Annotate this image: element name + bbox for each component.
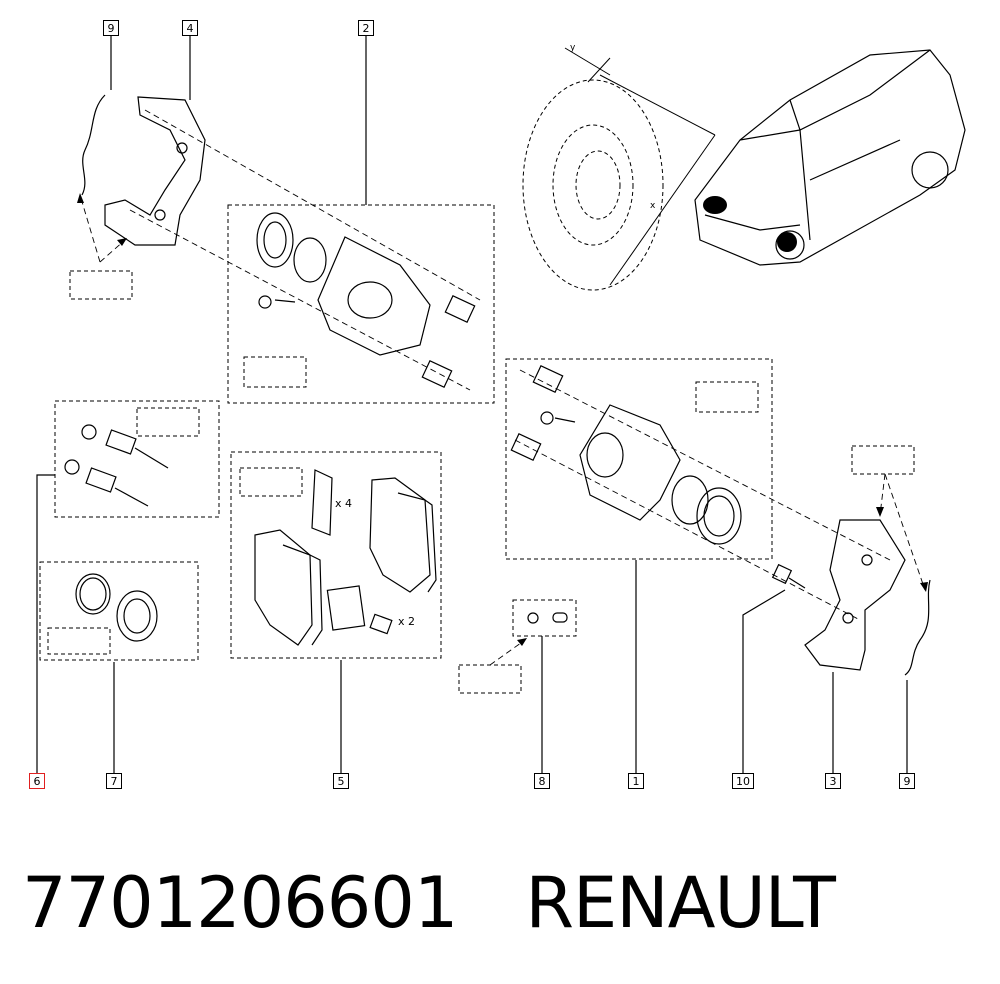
brake-pads-5: x 4 x 2	[254, 469, 437, 646]
group-box-7	[39, 561, 199, 661]
label-box	[239, 467, 303, 497]
callout-8: 8	[534, 773, 550, 789]
wear-sensor-wire-right	[904, 579, 931, 676]
axis-y-label: y	[570, 43, 576, 53]
bolt-quantity: x 2	[398, 615, 415, 628]
callout-1: 1	[628, 773, 644, 789]
callout-7: 7	[106, 773, 122, 789]
group-box-1	[505, 358, 773, 560]
rear-brake-highlight	[777, 232, 797, 252]
group-box-5	[230, 451, 442, 659]
bolt-10	[771, 563, 806, 589]
leader-10	[742, 589, 786, 773]
front-brake-highlight	[703, 196, 727, 214]
callout-10: 10	[732, 773, 754, 789]
callout-6-highlighted: 6	[29, 773, 45, 789]
axis-x-label: x	[650, 201, 656, 211]
callout-9-bottom: 9	[899, 773, 915, 789]
group-box-2	[227, 204, 495, 404]
pad-clip-quantity: x 4	[335, 497, 352, 510]
seal-kit-7	[75, 573, 158, 642]
callout-5: 5	[333, 773, 349, 789]
wear-sensor-wire	[81, 94, 106, 196]
callout-4: 4	[182, 20, 198, 36]
leader-6	[36, 474, 55, 773]
label-box	[458, 664, 522, 694]
brand-name: RENAULT	[525, 862, 835, 944]
caliper-1	[510, 364, 742, 545]
part-number: 7701206601	[22, 862, 458, 944]
callout-3: 3	[825, 773, 841, 789]
label-box	[69, 270, 133, 300]
part-caption: 7701206601 RENAULT	[22, 858, 836, 948]
label-box	[136, 407, 200, 437]
guide-pins-6	[64, 424, 169, 507]
callout-2: 2	[358, 20, 374, 36]
car-drawing	[694, 49, 966, 266]
caliper-bracket-3	[804, 519, 906, 671]
label-box	[243, 356, 307, 388]
label-box	[695, 381, 759, 413]
bleed-kit-8	[527, 612, 568, 624]
caliper-bracket-4	[104, 96, 206, 246]
brake-disc-drawing	[522, 79, 664, 291]
label-box	[851, 445, 915, 475]
callout-9-top: 9	[103, 20, 119, 36]
label-box	[47, 627, 111, 655]
caliper-2	[256, 212, 476, 389]
group-box-8	[512, 599, 577, 637]
